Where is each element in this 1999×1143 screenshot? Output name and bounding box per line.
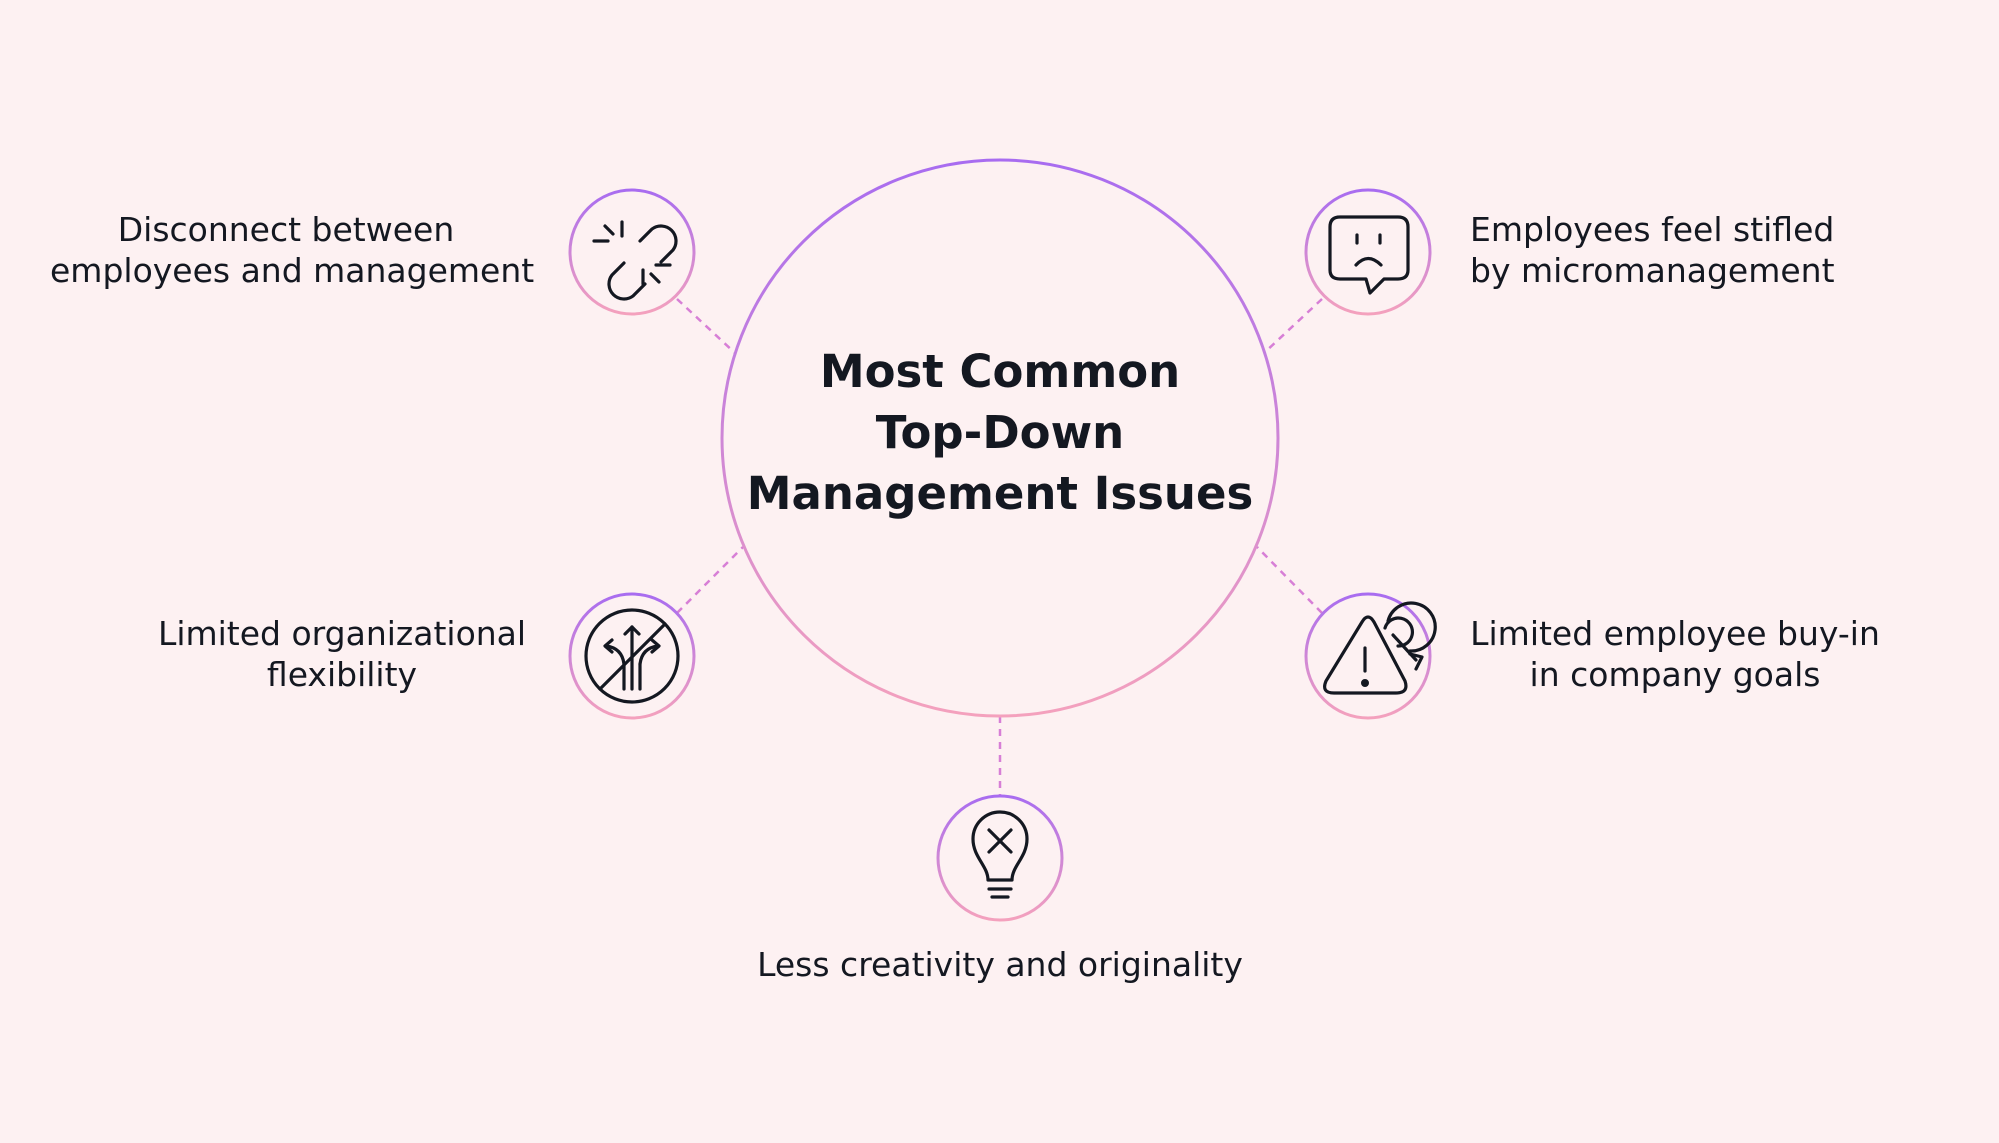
connector-flexibility xyxy=(676,546,744,614)
node-circle xyxy=(1304,188,1432,316)
broken-link-icon xyxy=(592,220,678,301)
no-diverging-arrows-icon xyxy=(584,608,680,704)
issue-label-line: Disconnect between xyxy=(117,210,455,249)
center-title: Most Common Top-Down Management Issues xyxy=(700,341,1300,524)
issue-label-line: in company goals xyxy=(1529,655,1821,694)
node-circle xyxy=(1304,592,1432,720)
issue-node-flexibility xyxy=(568,592,696,720)
center-ring xyxy=(720,158,1280,718)
node-circle xyxy=(936,794,1064,922)
node-circle xyxy=(568,188,696,316)
sad-speech-bubble-icon xyxy=(1328,215,1410,295)
issue-label-line: flexibility xyxy=(266,655,418,694)
connector-stifled xyxy=(1263,298,1323,354)
issue-node-stifled xyxy=(1304,188,1432,316)
crossed-lightbulb-icon xyxy=(971,810,1029,899)
issue-label-stifled: Employees feel stifled by micromanagemen… xyxy=(1470,209,1890,291)
issue-node-creativity xyxy=(936,794,1064,922)
connector-disconnect xyxy=(676,298,736,354)
issue-label-line: employees and management xyxy=(50,251,535,290)
issue-node-buy-in xyxy=(1304,592,1437,720)
issue-label-creativity: Less creativity and originality xyxy=(700,944,1300,985)
issue-label-line: Employees feel stifled xyxy=(1470,210,1835,249)
issue-label-line: Limited employee buy-in xyxy=(1470,614,1880,653)
issue-label-flexibility: Limited organizational flexibility xyxy=(130,613,554,695)
issue-label-line: by micromanagement xyxy=(1470,251,1835,290)
center-title-line-1: Most Common xyxy=(819,345,1181,398)
issue-label-disconnect: Disconnect between employees and managem… xyxy=(50,209,535,291)
issue-label-line: Limited organizational xyxy=(157,614,527,653)
center-title-line-3: Management Issues xyxy=(746,467,1254,520)
warning-target-icon xyxy=(1323,601,1437,695)
center-title-line-2: Top-Down xyxy=(875,406,1125,459)
connector-buy-in xyxy=(1256,546,1323,614)
connector-lines xyxy=(676,298,1323,795)
issue-node-disconnect xyxy=(568,188,696,316)
issue-label-line: Less creativity and originality xyxy=(757,945,1243,984)
issue-label-buy-in: Limited employee buy-in in company goals xyxy=(1450,613,1900,695)
